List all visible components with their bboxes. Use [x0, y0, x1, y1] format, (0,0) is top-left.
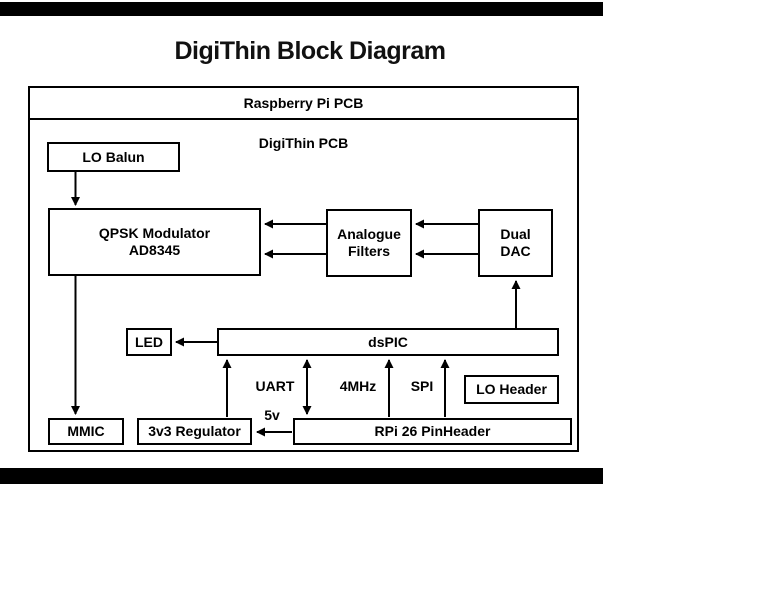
block-label: RPi 26 PinHeader — [374, 423, 491, 439]
block-label: Dual — [500, 226, 531, 242]
block-label: Filters — [347, 243, 390, 259]
block-label: AD8345 — [128, 242, 181, 258]
block-label: DAC — [500, 243, 531, 259]
block-3v3-regulator: 3v3 Regulator — [137, 418, 252, 445]
block-label: dsPIC — [368, 333, 408, 350]
raspberry-pi-pcb-label: Raspberry Pi PCB — [30, 88, 577, 120]
block-label: LO Balun — [82, 148, 145, 165]
label-uart: UART — [255, 378, 295, 394]
block-label: Analogue — [337, 226, 401, 242]
block-label: LED — [135, 333, 163, 350]
block-lo-balun: LO Balun — [47, 142, 180, 172]
block-lo-header: LO Header — [464, 375, 559, 404]
block-label: LO Header — [476, 381, 547, 397]
label-4mhz: 4MHz — [339, 378, 377, 394]
page-title: DigiThin Block Diagram — [174, 37, 446, 65]
digithin-pcb-label: DigiThin PCB — [258, 135, 349, 151]
block-qpsk-modulator: QPSK Modulator AD8345 — [48, 208, 261, 276]
block-dual-dac: Dual DAC — [478, 209, 553, 277]
block-led: LED — [126, 328, 172, 356]
label-5v: 5v — [264, 407, 280, 423]
block-label: QPSK Modulator — [98, 225, 211, 241]
label-spi: SPI — [410, 378, 434, 394]
block-dspic: dsPIC — [217, 328, 559, 356]
top-frame-bar — [0, 2, 603, 16]
block-label: MMIC — [67, 423, 105, 439]
block-analogue-filters: Analogue Filters — [326, 209, 412, 277]
block-rpi-26-pinheader: RPi 26 PinHeader — [293, 418, 572, 445]
block-mmic: MMIC — [48, 418, 124, 445]
bottom-frame-bar — [0, 468, 603, 484]
block-label: 3v3 Regulator — [148, 423, 241, 439]
raspberry-pi-pcb-box: Raspberry Pi PCB DigiThin PCB — [28, 86, 579, 452]
